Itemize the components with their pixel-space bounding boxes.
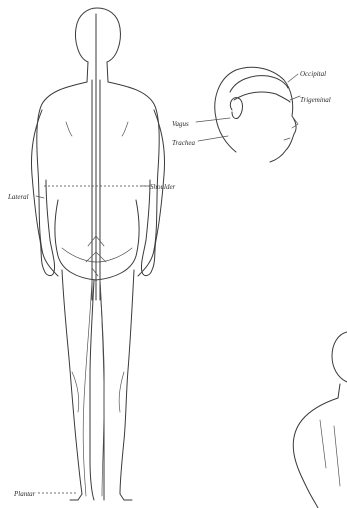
ear: [230, 98, 242, 119]
label-trigeminal: Trigeminal: [300, 96, 331, 104]
head-back-line: [216, 118, 236, 152]
partial-body-line: [320, 420, 340, 486]
partial-neck: [338, 384, 340, 398]
leader-lateral: [36, 196, 44, 198]
leader-vagus: [196, 118, 230, 122]
partial-figure: [293, 332, 347, 508]
label-plantar: Plantar: [13, 490, 36, 498]
left-scapula: [66, 122, 72, 136]
figure-arm-left: [31, 110, 54, 276]
leg-left-inner: [90, 280, 94, 500]
label-lateral: Lateral: [7, 193, 29, 201]
face-mouth: [284, 138, 290, 140]
head-profile-outline: [215, 67, 296, 162]
gluteal-line: [62, 248, 132, 262]
right-scapula: [122, 122, 128, 136]
sciatic-nerve-left: [83, 280, 92, 496]
label-vagus: Vagus: [172, 120, 189, 128]
side-head-figure: [196, 67, 300, 162]
partial-shoulder: [293, 398, 338, 508]
label-trachea: Trachea: [172, 139, 195, 147]
figure-torso-left: [37, 82, 87, 276]
label-shoulder: Shoulder: [150, 183, 176, 191]
figure-arm-right: [141, 110, 164, 276]
label-occipital: Occipital: [300, 70, 326, 78]
leg-right: [120, 270, 134, 500]
leg-right-inner: [100, 280, 104, 500]
partial-head: [332, 332, 347, 382]
back-view-figure: [31, 8, 164, 500]
figure-hips: [55, 200, 139, 280]
figure-torso-right: [108, 82, 159, 276]
leader-occipital: [288, 74, 298, 82]
calf-right: [119, 372, 124, 412]
figure-head: [76, 8, 121, 62]
leg-left: [62, 270, 82, 500]
occipital-nerve-track: [230, 76, 288, 92]
figure-neck: [87, 62, 108, 82]
trigeminal-nerve-track: [234, 92, 290, 102]
